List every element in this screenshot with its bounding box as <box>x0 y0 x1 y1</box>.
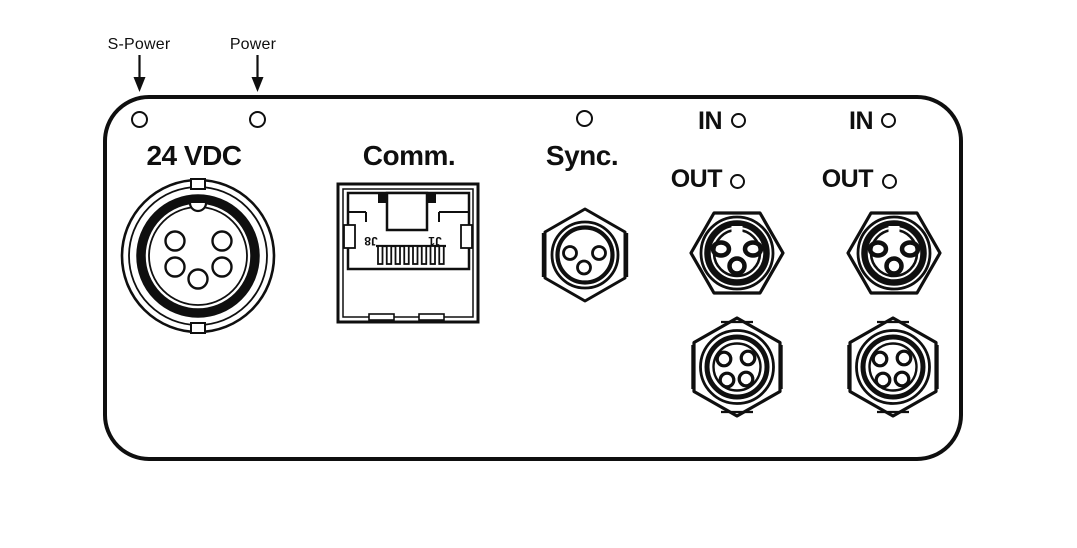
rj45-marking-j8: J8 <box>364 234 378 248</box>
io1-in-led <box>731 113 746 128</box>
sync-connector-label: Sync. <box>545 140 619 171</box>
io2-out-led <box>882 174 897 189</box>
comm-rj45-jack: J8 J1 <box>336 182 480 324</box>
keyway-notch <box>188 202 208 213</box>
rj45-marking-j1: J1 <box>428 234 442 248</box>
callout-label-power: Power <box>229 36 277 53</box>
rj45-pins <box>376 244 446 265</box>
power-led <box>249 111 266 128</box>
io1-4pin-pins <box>715 349 757 389</box>
io1-in-connector-4pin <box>691 316 783 418</box>
power-connector-24vdc <box>120 178 276 334</box>
io1-in-label: IN <box>698 107 723 135</box>
io1-3pin-pins <box>710 240 764 276</box>
io1-out-connector-3pin <box>689 211 785 295</box>
callout-label-s-power: S-Power <box>107 36 171 53</box>
key-tab-top <box>190 178 206 190</box>
key-tab-bottom <box>190 322 206 334</box>
io2-in-connector-4pin <box>847 316 939 418</box>
io2-out-label: OUT <box>821 165 874 193</box>
io2-in-led <box>881 113 896 128</box>
io1-out-label: OUT <box>670 165 723 193</box>
arrow-down-icon <box>251 55 264 92</box>
io2-in-label: IN <box>849 107 874 135</box>
power-connector-pins <box>164 230 233 290</box>
sync-connector <box>541 207 629 303</box>
comm-connector-label: Comm. <box>362 140 456 171</box>
sync-led <box>576 110 593 127</box>
io2-out-connector-3pin <box>846 211 942 295</box>
io2-3pin-pins <box>867 240 921 276</box>
s-power-led <box>131 111 148 128</box>
sync-connector-pins <box>562 245 607 276</box>
arrow-down-icon <box>133 55 146 92</box>
power-connector-label: 24 VDC <box>146 140 242 171</box>
io1-out-led <box>730 174 745 189</box>
io2-4pin-pins <box>871 349 913 389</box>
latch-slot <box>385 191 429 232</box>
